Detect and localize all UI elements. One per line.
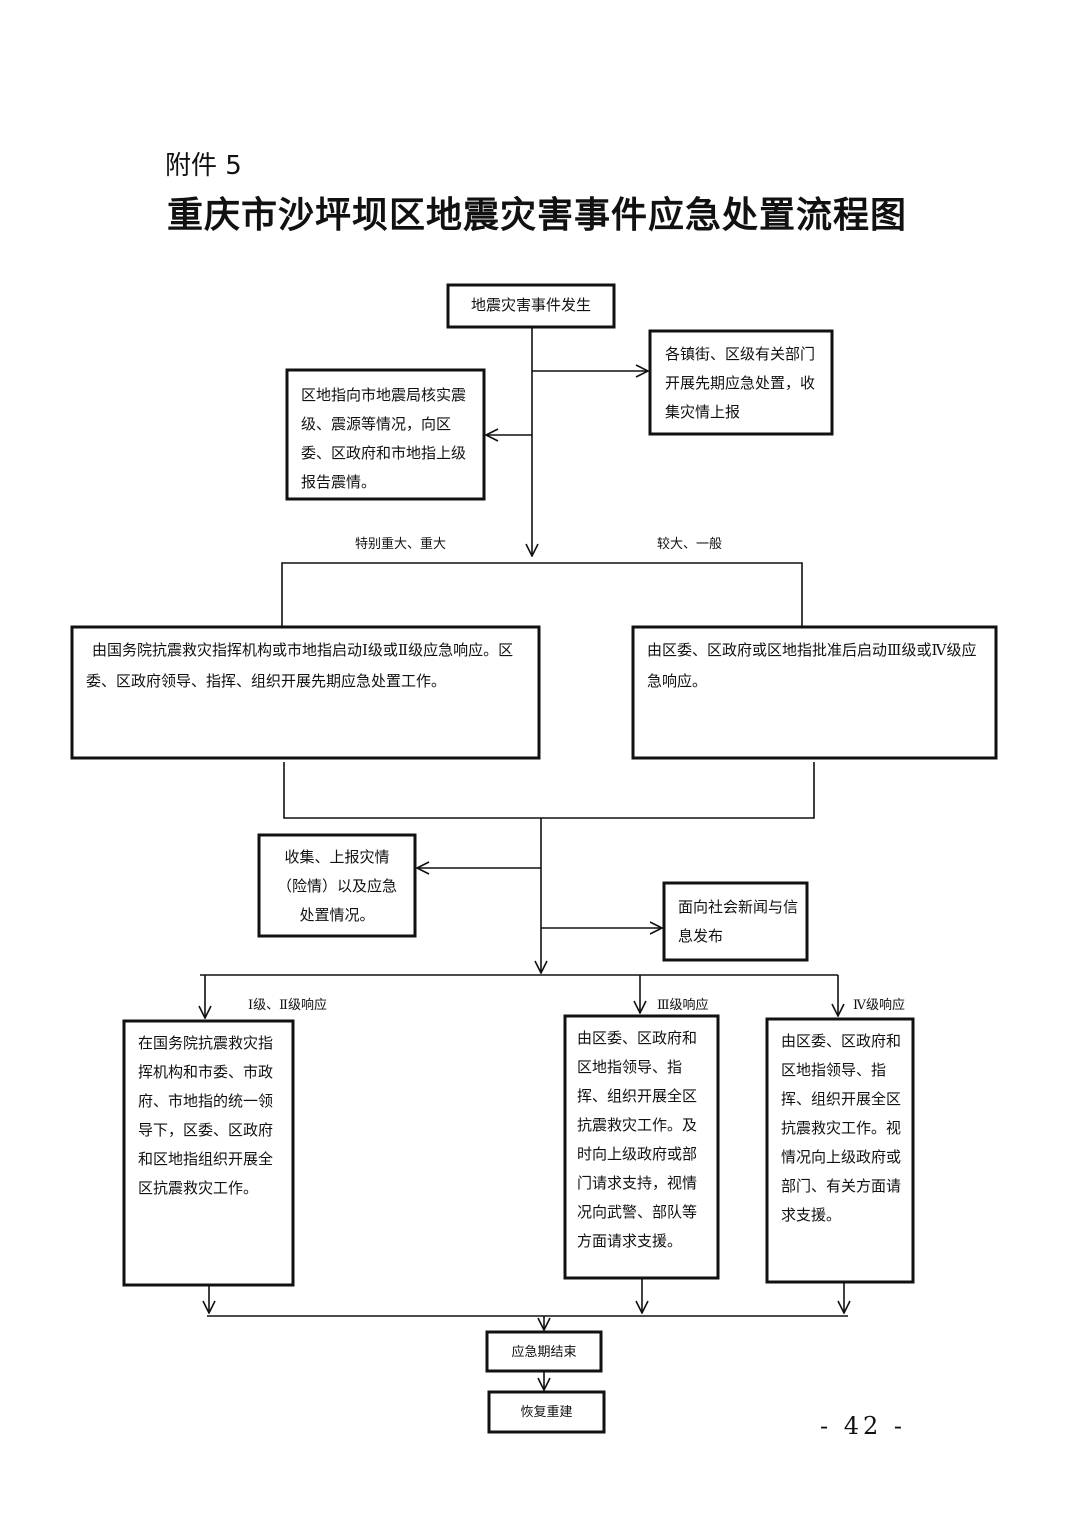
level4-label: Ⅳ级响应	[853, 998, 905, 1013]
box-level4	[765, 1017, 915, 1284]
verify-report-text: 区地指向市地震局核实震级、震源等情况，向区委、区政府和市地指上级报告震情。	[301, 386, 467, 491]
box-recovery	[487, 1390, 606, 1434]
end-emergency-text: 应急期结束	[511, 1345, 577, 1360]
attachment-label: 附件 5	[165, 151, 242, 181]
box-minor-start	[631, 625, 998, 760]
branch-minor-label: 较大、一般	[657, 537, 723, 552]
level12-text: 在国务院抗震救灾指挥机构和市委、市政府、市地指的统一领导下，区委、区政府和区地指…	[138, 1034, 274, 1197]
major-start-text: 由国务院抗震救灾指挥机构或市地指启动Ⅰ级或Ⅱ级应急响应。区委、区政府领导、指挥、…	[86, 641, 514, 690]
connector	[281, 562, 803, 627]
box-major-start	[70, 625, 541, 760]
box-news-release	[662, 881, 809, 962]
connector	[283, 762, 815, 819]
box-start	[446, 283, 616, 329]
branch-major-label: 特别重大、重大	[355, 537, 447, 552]
box-verify-report	[285, 368, 486, 501]
start-text: 地震灾害事件发生	[470, 296, 591, 314]
town-response-text: 各镇街、区级有关部门开展先期应急处置，收集灾情上报	[665, 345, 816, 421]
page-number: - 42 -	[820, 1412, 907, 1440]
level4-text: 由区委、区政府和区地指领导、指挥、组织开展全区抗震救灾工作。视情况向上级政府或部…	[781, 1032, 902, 1224]
level3-label: Ⅲ级响应	[657, 998, 709, 1013]
minor-start-text: 由区委、区政府或区地指批准后启动Ⅲ级或Ⅳ级应急响应。	[647, 641, 977, 690]
news-release-text: 面向社会新闻与信息发布	[678, 898, 799, 945]
box-town-response	[648, 329, 834, 436]
document-title: 重庆市沙坪坝区地震灾害事件应急处置流程图	[166, 194, 907, 236]
box-collect-report	[257, 833, 417, 938]
collect-report-text: 收集、上报灾情（险情）以及应急处置情况。	[276, 848, 397, 924]
level3-text: 由区委、区政府和区地指领导、指挥、组织开展全区抗震救灾工作。及时向上级政府或部门…	[577, 1029, 698, 1250]
recovery-text: 恢复重建	[520, 1405, 573, 1420]
level12-label: Ⅰ级、Ⅱ级响应	[248, 998, 327, 1013]
